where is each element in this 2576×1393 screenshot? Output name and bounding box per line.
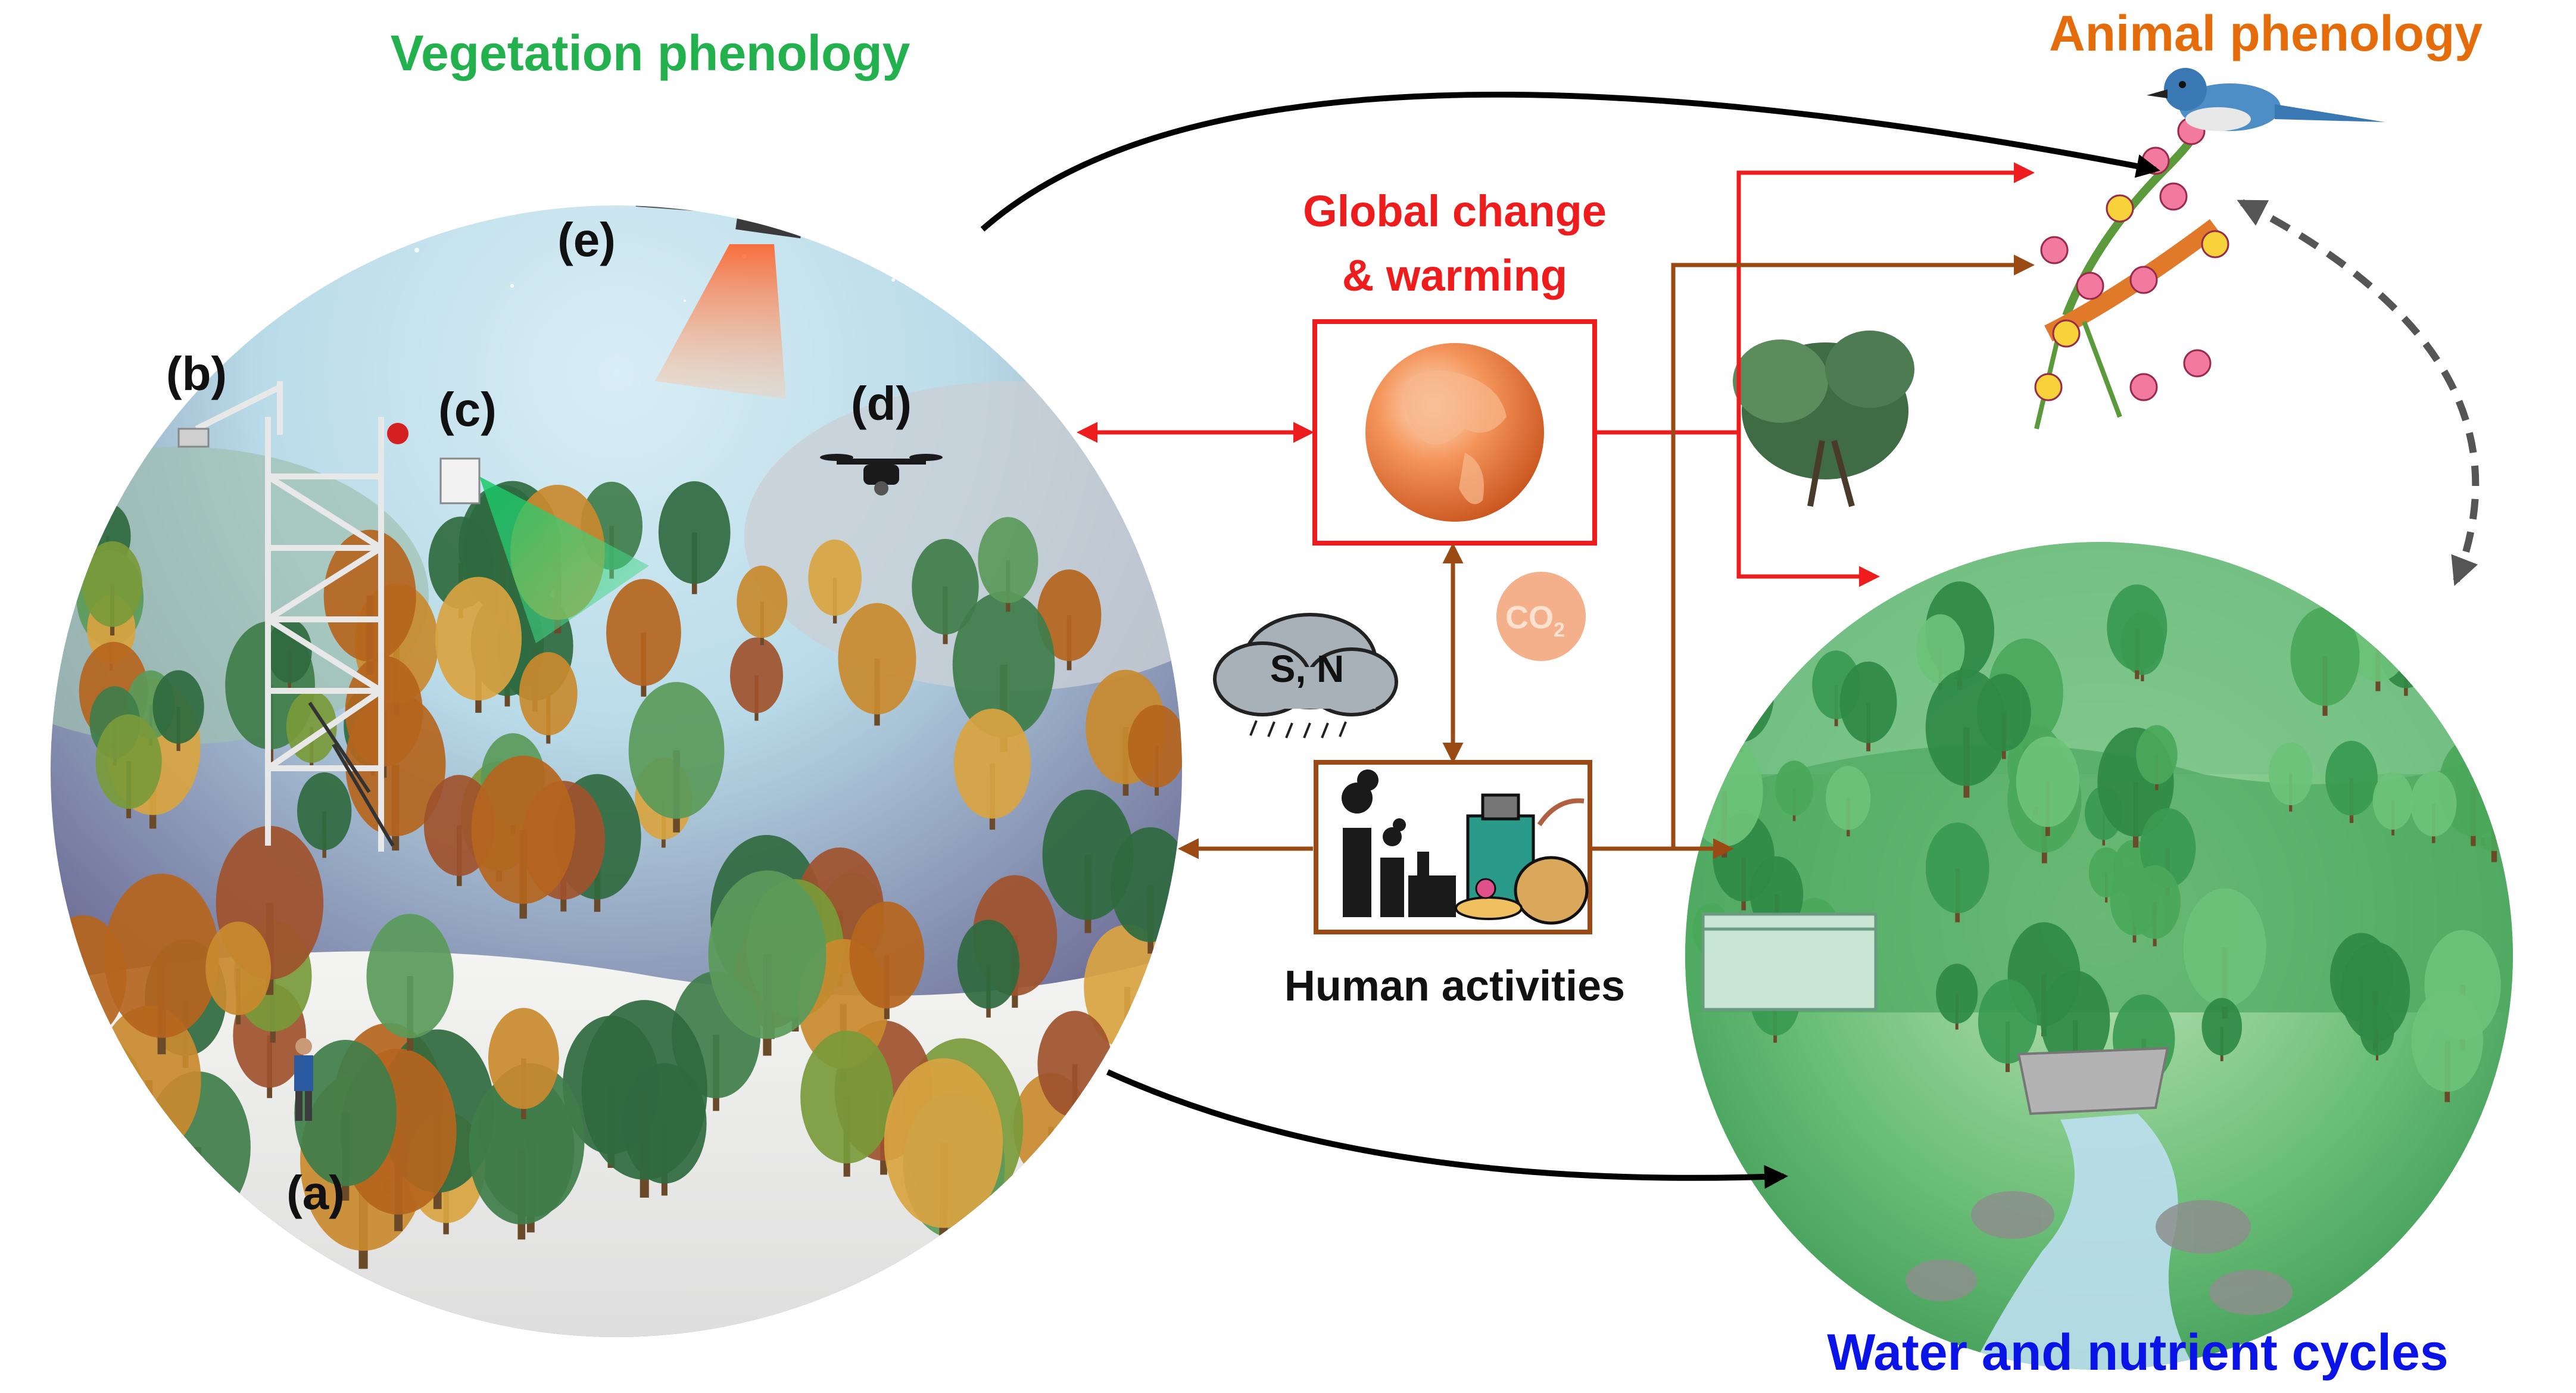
weir <box>2017 1046 2169 1115</box>
marker-e: (e) <box>557 213 616 266</box>
bird <box>2147 68 2385 131</box>
factory-icon <box>1342 769 1456 917</box>
flux-tower <box>195 381 384 852</box>
label-global-change-line1: Global change <box>1303 186 1607 236</box>
camera-box <box>439 457 481 504</box>
agriculture-icon <box>1455 793 1589 925</box>
satellite-beam <box>655 244 786 399</box>
label-co2: CO2 <box>1505 600 1565 641</box>
label-human-activities: Human activities <box>1284 962 1625 1010</box>
title-vegetation-phenology: Vegetation phenology <box>391 25 910 81</box>
title-water-nutrient-cycles: Water and nutrient cycles <box>1827 1324 2448 1381</box>
marker-b: (b) <box>166 347 227 400</box>
stream <box>1965 1114 2203 1370</box>
arrow-global-to-animal-water <box>1595 162 2035 435</box>
co2-badge <box>1496 572 1586 661</box>
arrow-global-to-water <box>1736 432 1880 587</box>
arrow-vegetation-to-animal <box>980 91 2160 232</box>
arrow-human-to-animal <box>1671 254 2035 849</box>
title-animal-phenology: Animal phenology <box>2049 5 2483 61</box>
label-global-change-line2: & warming <box>1342 251 1567 300</box>
arrow-animal-water-feedback <box>2237 199 2480 586</box>
label-pollutants: S, N <box>1270 647 1344 690</box>
water-illustration <box>1685 542 2513 1370</box>
camera-beam <box>479 476 649 643</box>
animal-illustration <box>1733 68 2385 507</box>
drone <box>820 454 943 496</box>
marker-d: (d) <box>851 377 912 430</box>
person-observer <box>294 1038 313 1121</box>
marker-a: (a) <box>286 1166 345 1219</box>
marker-c: (c) <box>438 383 497 436</box>
pollution-cloud <box>1213 613 1398 738</box>
arrow-vegetation-to-water <box>1106 1069 1788 1189</box>
shrub <box>1733 331 1914 507</box>
